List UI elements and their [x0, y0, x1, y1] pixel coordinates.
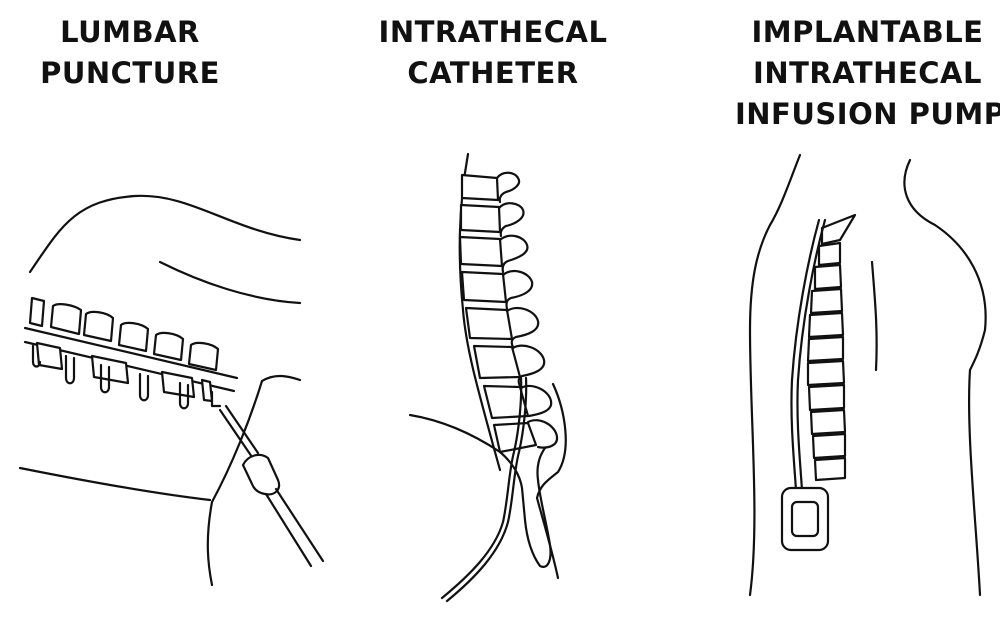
- vertebra: [37, 343, 62, 369]
- infusion-pump-title: IMPLANTABLE INTRATHECAL INFUSION PUMP: [735, 12, 1000, 135]
- vertebra-process: [180, 383, 188, 408]
- intrathecal-catheter-title: INTRATHECAL CATHETER: [378, 12, 608, 94]
- vertebra: [51, 304, 81, 334]
- hip-contour: [262, 376, 300, 381]
- back-outline: [750, 155, 800, 595]
- vertebra: [119, 323, 148, 351]
- vertebra: [811, 289, 842, 313]
- vertebra: [462, 272, 506, 302]
- lumbar-puncture-title: LUMBAR PUNCTURE: [30, 12, 230, 94]
- spinous-process: [500, 236, 527, 272]
- title-line: INTRATHECAL: [378, 15, 608, 49]
- vertebra: [811, 410, 845, 434]
- needle-shaft: [266, 494, 311, 566]
- vertebra: [809, 313, 843, 337]
- vertebra: [466, 308, 512, 339]
- vertebra: [460, 237, 502, 266]
- catheter: [797, 220, 825, 490]
- spinous-process: [528, 420, 557, 447]
- spinous-process: [507, 308, 538, 347]
- vertebra-process: [212, 392, 220, 406]
- vertebra: [819, 243, 840, 265]
- vertebra-process: [140, 374, 148, 400]
- title-line: LUMBAR: [60, 15, 200, 49]
- catheter: [447, 378, 526, 601]
- leg-contour: [20, 468, 210, 500]
- catheter: [791, 220, 819, 490]
- vertebra: [815, 458, 845, 480]
- spinous-process: [503, 271, 532, 309]
- front-outline: [904, 160, 985, 595]
- vertebra: [494, 423, 536, 452]
- vertebra-process: [66, 356, 74, 383]
- abdomen-contour: [410, 415, 500, 452]
- pump-reservoir: [792, 502, 818, 536]
- vertebra: [189, 343, 218, 370]
- vertebra: [474, 346, 520, 378]
- vertebra: [808, 361, 844, 385]
- infusion-pump-illustration: [750, 155, 986, 595]
- waist-contour: [160, 262, 300, 303]
- vertebra: [461, 205, 500, 232]
- vertebra: [30, 298, 44, 326]
- sacrum: [500, 448, 551, 567]
- needle-shaft: [276, 489, 323, 561]
- disc-line: [25, 328, 237, 378]
- title-line: PUNCTURE: [40, 56, 220, 90]
- title-line: CATHETER: [407, 56, 579, 90]
- needle: [220, 410, 252, 457]
- vertebra: [809, 385, 844, 410]
- infusion-pump: [782, 488, 828, 550]
- spinous-process: [521, 386, 551, 416]
- spinous-process: [499, 203, 524, 236]
- vertebra: [815, 265, 841, 289]
- spinous-process: [497, 173, 519, 202]
- catheter: [442, 378, 521, 598]
- vertebra: [162, 372, 194, 397]
- title-line: IMPLANTABLE: [751, 15, 984, 49]
- vertebra-process: [33, 346, 40, 367]
- lumbar-puncture-illustration: [20, 196, 323, 585]
- intrathecal-catheter-illustration: [410, 154, 566, 601]
- needle: [226, 406, 258, 453]
- thigh-contour: [208, 381, 262, 585]
- vertebra: [154, 333, 183, 360]
- arm-contour: [872, 262, 877, 370]
- vertebra: [813, 434, 845, 458]
- spinous-process: [513, 346, 544, 386]
- vertebra: [462, 175, 498, 200]
- vertebra: [202, 380, 212, 401]
- title-line: INFUSION PUMP: [735, 97, 1000, 131]
- vertebra: [84, 312, 113, 341]
- vertebra: [822, 215, 855, 244]
- title-line: INTRATHECAL: [753, 56, 982, 90]
- back-outline: [30, 196, 300, 272]
- needle-hub: [243, 455, 279, 494]
- vertebra-process: [101, 365, 109, 392]
- vertebra: [808, 337, 843, 361]
